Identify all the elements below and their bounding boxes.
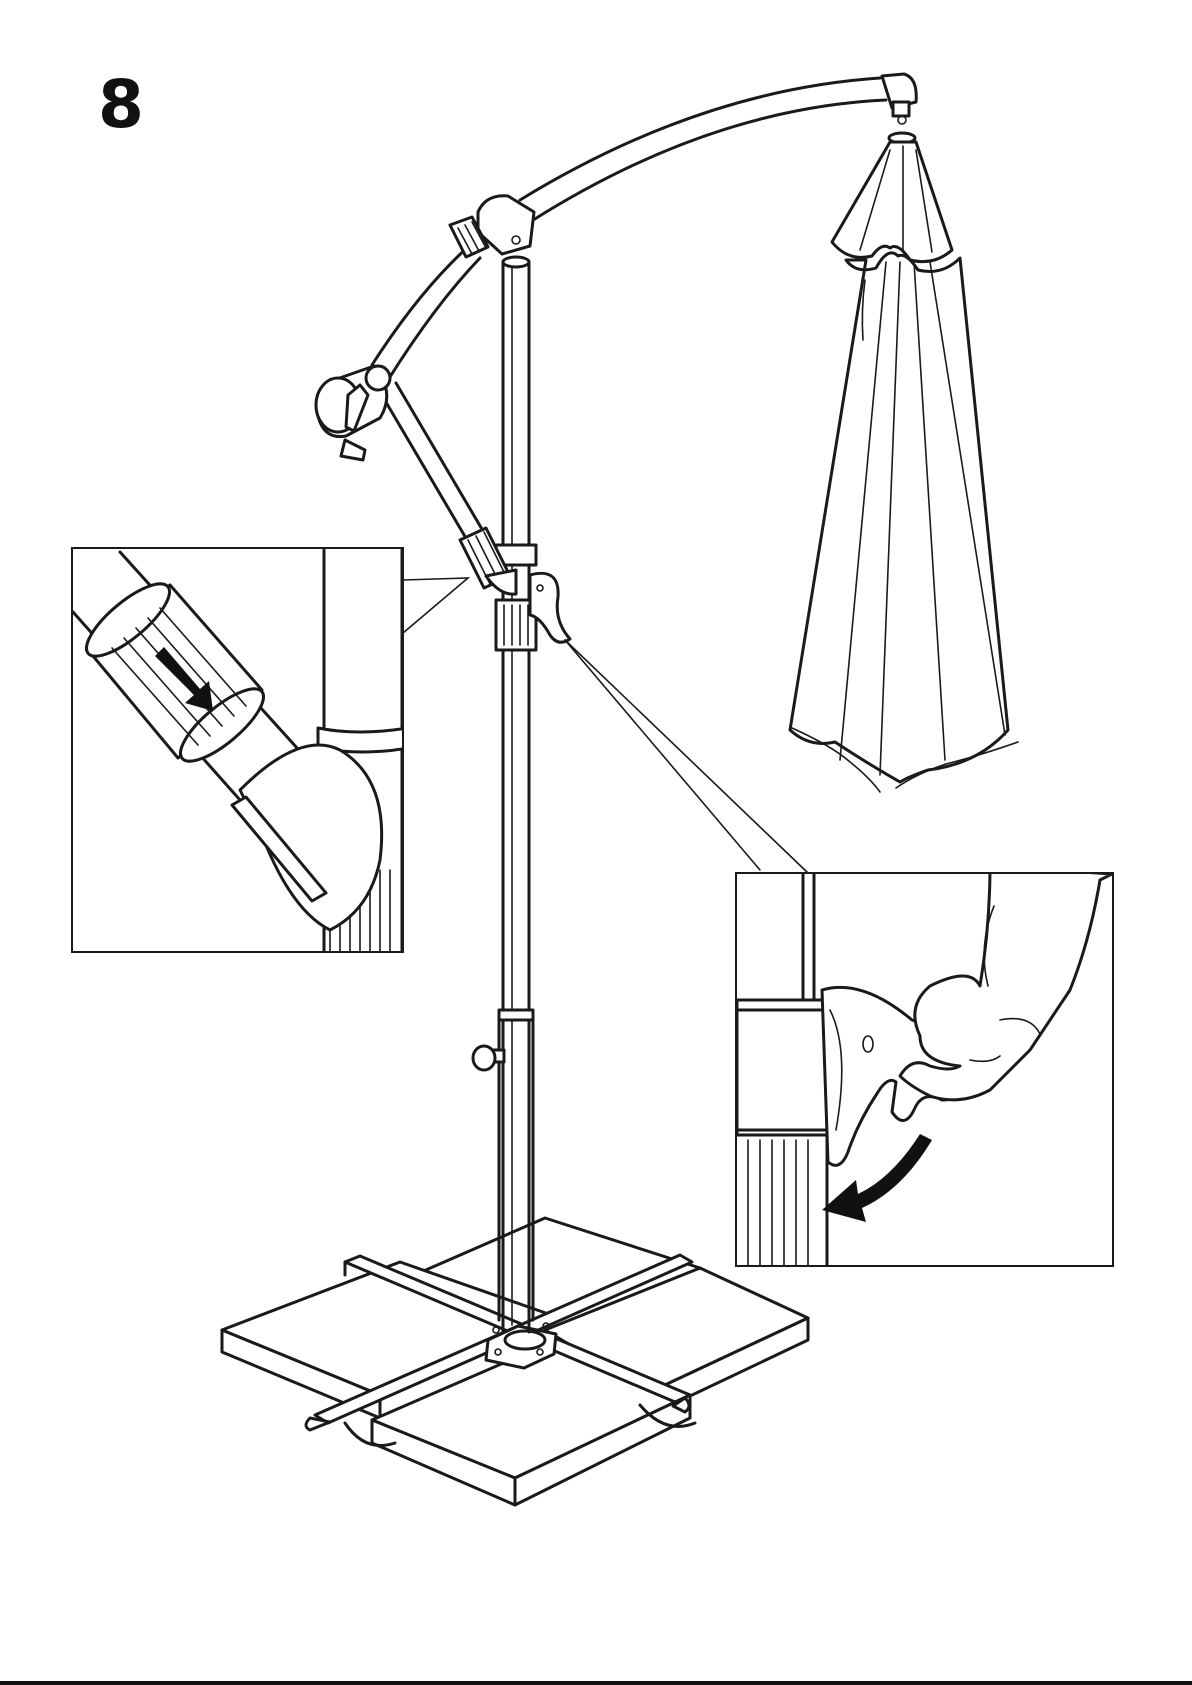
umbrella-arm bbox=[372, 74, 916, 380]
crank-handle bbox=[316, 366, 390, 460]
footer-rule bbox=[0, 1681, 1192, 1685]
arm-collar-detail-box bbox=[72, 548, 408, 952]
umbrella-mast bbox=[473, 257, 570, 1332]
lever-lock-detail-box bbox=[736, 866, 1113, 1266]
detail-callout-lines bbox=[403, 578, 808, 873]
umbrella-canopy bbox=[790, 133, 1018, 792]
mast-lever-collar bbox=[496, 545, 570, 650]
